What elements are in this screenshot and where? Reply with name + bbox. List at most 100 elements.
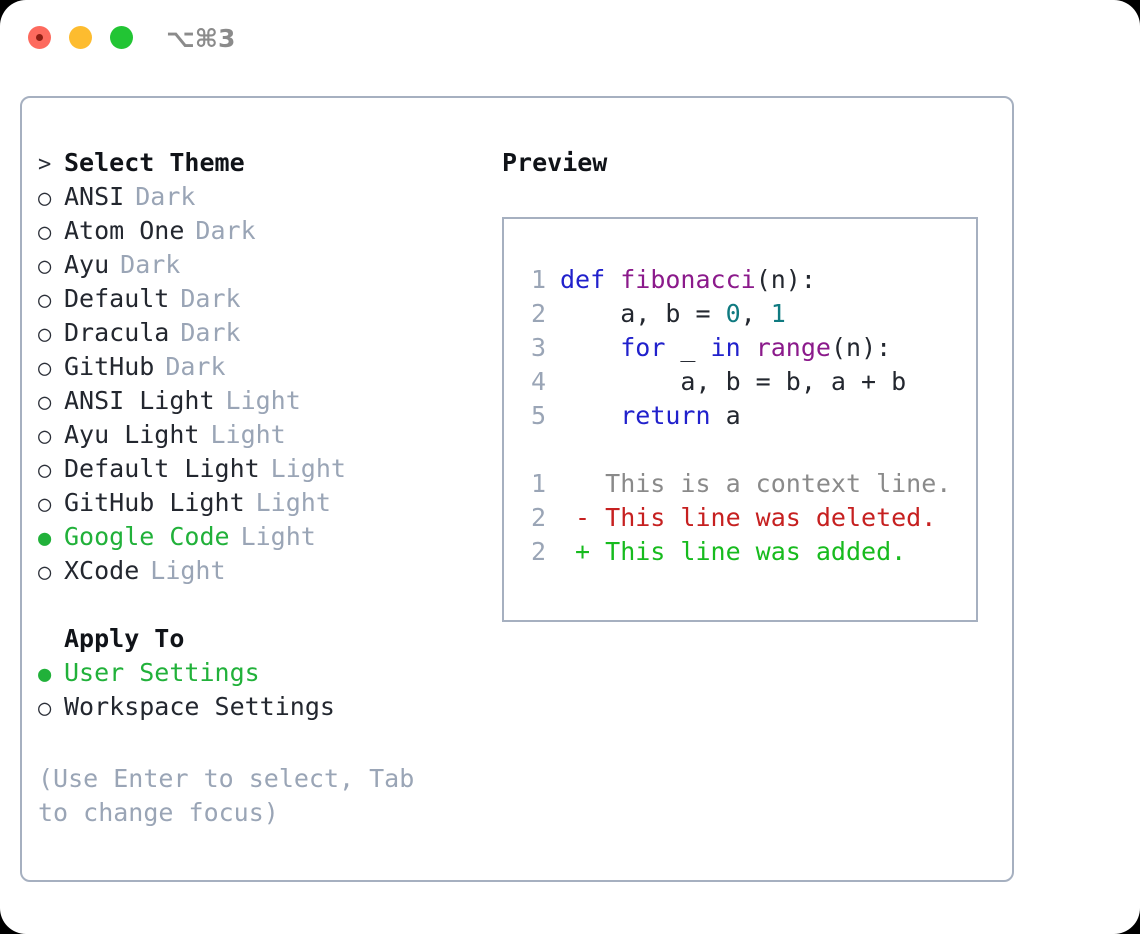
theme-name: Dracula bbox=[64, 318, 170, 347]
radio-unselected-icon: ○ bbox=[38, 356, 52, 381]
code-token-num: 0 bbox=[725, 299, 741, 328]
apply-to-bullet-spacer: ○ bbox=[38, 624, 64, 658]
theme-variant-tag: Light bbox=[240, 522, 316, 551]
code-token-kw: for bbox=[620, 333, 666, 362]
code-token-fn: range bbox=[755, 333, 831, 362]
apply-to-option-label: Workspace Settings bbox=[64, 692, 335, 721]
code-token-plain bbox=[741, 333, 756, 362]
theme-name: XCode bbox=[64, 556, 140, 585]
radio-unselected-icon: ○ bbox=[38, 186, 52, 211]
theme-name: Atom One bbox=[64, 216, 185, 245]
radio-unselected-icon: ○ bbox=[38, 254, 52, 279]
code-source: return a bbox=[560, 399, 741, 433]
code-source: a, b = b, a + b bbox=[560, 365, 906, 399]
theme-name: GitHub bbox=[64, 352, 155, 381]
theme-option-dracula[interactable]: ○ Dracula Dark bbox=[38, 316, 478, 350]
code-token-plain bbox=[560, 333, 620, 362]
theme-variant-tag: Dark bbox=[180, 284, 241, 313]
keyboard-hint-text: (Use Enter to select, Tab to change focu… bbox=[38, 764, 415, 827]
theme-variant-tag: Light bbox=[150, 556, 226, 585]
apply-to-option-label: User Settings bbox=[64, 658, 260, 687]
line-number: 5 bbox=[530, 401, 546, 430]
theme-variant-tag: Dark bbox=[135, 182, 196, 211]
theme-name: ANSI Light bbox=[64, 386, 215, 415]
close-window-icon[interactable] bbox=[28, 26, 51, 49]
radio-unselected-icon: ○ bbox=[38, 390, 52, 415]
theme-name: Ayu Light bbox=[64, 420, 200, 449]
line-number: 2 bbox=[530, 537, 546, 566]
code-source: for _ in range(n): bbox=[560, 331, 891, 365]
code-token-plain: a, b = bbox=[560, 299, 726, 328]
code-token-plain bbox=[560, 401, 620, 430]
theme-variant-tag: Dark bbox=[180, 318, 241, 347]
theme-variant-tag: Light bbox=[210, 420, 286, 449]
diff-text: This is a context line. bbox=[560, 469, 952, 498]
diff-sample: 1 This is a context line.2 - This line w… bbox=[516, 467, 976, 569]
theme-option-google-code[interactable]: ● Google Code Light bbox=[38, 520, 478, 554]
preview-spacer bbox=[516, 433, 976, 467]
title-bar: ⌥⌘3 bbox=[0, 0, 1140, 78]
code-token-plain: _ bbox=[665, 333, 711, 362]
code-token-num: 1 bbox=[770, 299, 786, 328]
code-token-plain: a bbox=[710, 401, 741, 430]
line-number: 2 bbox=[530, 503, 546, 532]
radio-selected-icon: ● bbox=[38, 526, 52, 551]
theme-option-ansi-light[interactable]: ○ ANSI Light Light bbox=[38, 384, 478, 418]
diff-text: + This line was added. bbox=[560, 537, 907, 566]
minimize-window-icon[interactable] bbox=[69, 26, 92, 49]
radio-unselected-icon: ○ bbox=[38, 492, 52, 517]
apply-to-option-workspace-settings[interactable]: ○ Workspace Settings bbox=[38, 690, 478, 724]
code-token-kw: in bbox=[710, 333, 741, 362]
code-source: def fibonacci(n): bbox=[560, 263, 816, 297]
code-line: 4 a, b = b, a + b bbox=[516, 365, 976, 399]
theme-option-ansi[interactable]: ○ ANSI Dark bbox=[38, 180, 478, 214]
code-line: 5 return a bbox=[516, 399, 976, 433]
radio-unselected-icon: ○ bbox=[38, 322, 52, 347]
code-line: 3 for _ in range(n): bbox=[516, 331, 976, 365]
line-number: 1 bbox=[530, 469, 546, 498]
radio-unselected-icon: ○ bbox=[38, 696, 52, 721]
theme-option-ayu-light[interactable]: ○ Ayu Light Light bbox=[38, 418, 478, 452]
theme-name: GitHub Light bbox=[64, 488, 245, 517]
theme-name: ANSI bbox=[64, 182, 125, 211]
theme-variant-tag: Light bbox=[225, 386, 301, 415]
code-source: a, b = 0, 1 bbox=[560, 297, 786, 331]
apply-to-option-user-settings[interactable]: ● User Settings bbox=[38, 656, 478, 690]
code-token-plain: a, b = b, a + b bbox=[560, 367, 907, 396]
apply-to-options-list: ● User Settings ○ Workspace Settings bbox=[38, 656, 478, 724]
theme-option-github-light[interactable]: ○ GitHub Light Light bbox=[38, 486, 478, 520]
radio-unselected-icon: ○ bbox=[38, 424, 52, 449]
line-number: 3 bbox=[530, 333, 546, 362]
diff-text: - This line was deleted. bbox=[560, 503, 937, 532]
code-line: 2 a, b = 0, 1 bbox=[516, 297, 976, 331]
preview-title: Preview bbox=[502, 148, 608, 177]
radio-selected-icon: ● bbox=[38, 662, 52, 687]
theme-name: Default bbox=[64, 284, 170, 313]
diff-line-add: 2 + This line was added. bbox=[516, 535, 976, 569]
maximize-window-icon[interactable] bbox=[110, 26, 133, 49]
code-token-punc: (n): bbox=[830, 333, 892, 362]
diff-line-del: 2 - This line was deleted. bbox=[516, 501, 976, 535]
diff-line-ctx: 1 This is a context line. bbox=[516, 467, 976, 501]
select-theme-header: > Select Theme bbox=[38, 146, 478, 180]
theme-variant-tag: Dark bbox=[195, 216, 256, 245]
line-number: 1 bbox=[530, 265, 546, 294]
code-token-plain: , bbox=[740, 299, 771, 328]
theme-variant-tag: Light bbox=[255, 488, 331, 517]
select-theme-label: Select Theme bbox=[64, 148, 245, 177]
radio-unselected-icon: ○ bbox=[38, 458, 52, 483]
code-line: 1 def fibonacci(n): bbox=[516, 263, 976, 297]
theme-name: Google Code bbox=[64, 522, 230, 551]
theme-name: Ayu bbox=[64, 250, 110, 279]
